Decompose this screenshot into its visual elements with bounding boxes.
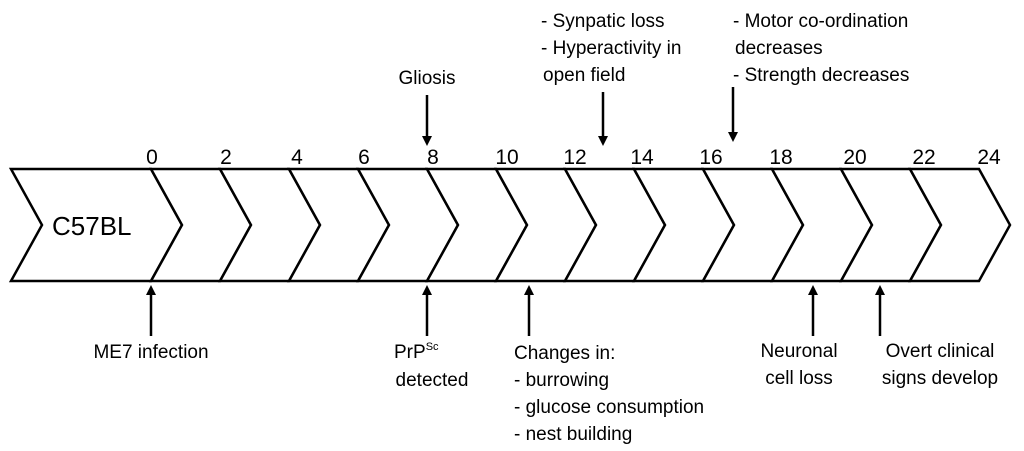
motor-decline-annotation: - Motor co-ordination decreases - Streng… (733, 11, 909, 86)
week-tick: 16 (699, 146, 722, 169)
clinical-signs-annotation: Overt clinical signs develop (882, 341, 998, 389)
week-tick: 22 (912, 146, 935, 169)
week-tick: 2 (220, 146, 232, 169)
week-tick: 0 (146, 146, 158, 169)
gliosis-label: Gliosis (398, 68, 455, 89)
annotation-line: - nest building (514, 424, 632, 445)
infection-label: ME7 infection (93, 342, 208, 363)
annotation-line: - glucose consumption (514, 397, 704, 418)
annotation-line: - Hyperactivity in (541, 38, 681, 59)
synaptic-loss-annotation: - Synpatic loss - Hyperactivity in open … (541, 11, 681, 86)
week-tick: 10 (495, 146, 518, 169)
annotation-line: Overt clinical (886, 341, 995, 362)
week-tick: 24 (977, 146, 1001, 169)
prion-detected-line: detected (396, 370, 469, 391)
chevron-week-22 (907, 167, 1012, 283)
annotation-line: - Synpatic loss (541, 11, 665, 32)
event-arrows (146, 87, 885, 336)
week-tick: 6 (358, 146, 370, 169)
timeline-chevrons (8, 167, 1012, 283)
annotation-line: cell loss (765, 368, 833, 389)
annotation-line: Neuronal (760, 341, 837, 362)
annotation-line: Changes in: (514, 343, 615, 364)
annotation-line: decreases (735, 38, 823, 59)
week-tick: 8 (427, 146, 439, 169)
strain-label: C57BL (52, 211, 132, 241)
week-tick: 12 (563, 146, 586, 169)
week-tick: 20 (843, 146, 866, 169)
prion-label: PrPSc (394, 341, 439, 363)
annotation-line: - Strength decreases (733, 65, 909, 86)
prion-superscript: Sc (426, 341, 439, 353)
week-tick: 14 (630, 146, 654, 169)
annotation-line: - Motor co-ordination (733, 11, 908, 32)
annotation-line: open field (543, 65, 625, 86)
week-tick: 18 (769, 146, 792, 169)
prion-detected-annotation: PrPSc detected (394, 341, 468, 391)
behaviour-change-annotation: Changes in: - burrowing - glucose consum… (514, 343, 704, 445)
week-ticks: 0 2 4 6 8 10 12 14 16 18 20 22 24 (146, 146, 1001, 169)
neuronal-loss-annotation: Neuronal cell loss (760, 341, 837, 389)
annotation-line: signs develop (882, 368, 998, 389)
prion-base: PrP (394, 342, 426, 363)
annotation-line: - burrowing (514, 370, 609, 391)
week-tick: 4 (291, 146, 303, 169)
